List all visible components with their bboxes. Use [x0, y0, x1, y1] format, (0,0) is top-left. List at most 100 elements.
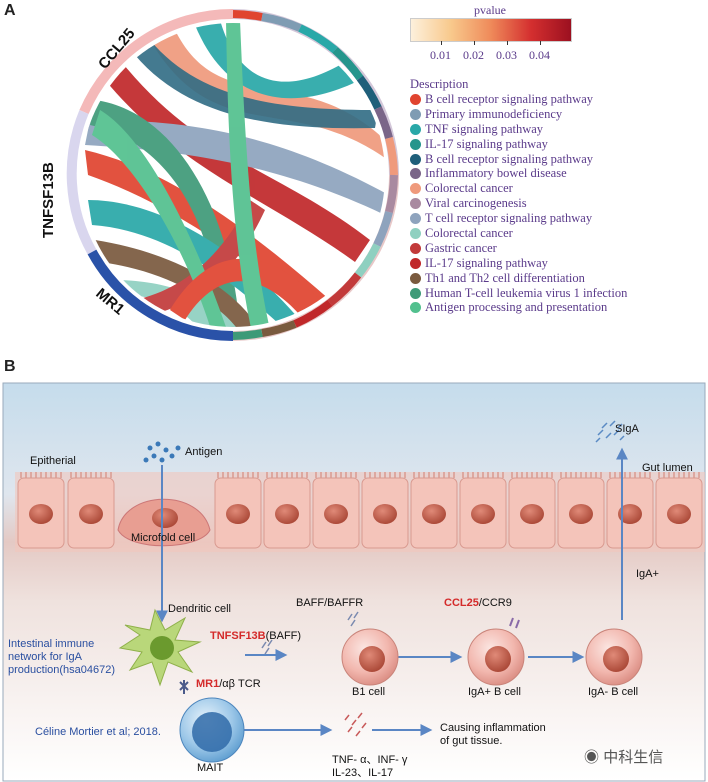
- colorbar-tick: 0.01: [430, 48, 451, 62]
- legend-swatch: [410, 183, 421, 195]
- legend-item: Antigen processing and presentation: [410, 300, 705, 315]
- legend-swatch: [410, 108, 421, 120]
- microvilli: [511, 472, 553, 478]
- chord-ribbons: [85, 23, 385, 327]
- inflammation-line: Causing inflammation: [440, 722, 546, 734]
- legend-label: B cell receptor signaling pathway: [425, 151, 593, 166]
- baff-molecule: [261, 611, 359, 655]
- legend-swatch: [410, 153, 421, 165]
- epithelial-nucleus: [422, 504, 446, 524]
- epithelial-nucleus: [324, 504, 348, 524]
- antigen-particles: [143, 441, 181, 463]
- kegg-network-line: Intestinal immune: [8, 638, 95, 650]
- watermark: ◉ 中科生信: [584, 746, 663, 767]
- microvilli: [20, 472, 62, 478]
- cytokine-particles: [344, 712, 367, 737]
- legend-item: Primary immunodeficiency: [410, 107, 705, 122]
- ring-mr1: [87, 249, 234, 341]
- legend-label: Gastric cancer: [425, 240, 497, 255]
- legend-swatch: [410, 227, 421, 239]
- legend-item: Viral carcinogenesis: [410, 196, 705, 211]
- tnfsf13b-label: TNFSF13B: [210, 630, 266, 642]
- legend-label: Th1 and Th2 cell differentiation: [425, 270, 585, 285]
- legend-item: Gastric cancer: [410, 241, 705, 256]
- reference-label: Céline Mortier et al; 2018.: [35, 726, 161, 738]
- microvilli: [609, 472, 651, 478]
- epithelial-nucleus: [226, 504, 250, 524]
- siga-label: SIgA: [615, 423, 639, 435]
- legend-swatch: [410, 198, 421, 210]
- legend-label: Primary immunodeficiency: [425, 106, 563, 121]
- epithelial-nucleus: [667, 504, 691, 524]
- ring-terms: [232, 10, 398, 340]
- microvilli: [315, 472, 357, 478]
- watermark-text: 中科生信: [603, 749, 664, 766]
- legend-label: B cell receptor signaling pathway: [425, 91, 593, 106]
- siga-particles: [595, 420, 625, 443]
- gut-lumen-label: Gut lumen: [642, 462, 693, 474]
- microvilli: [70, 472, 112, 478]
- panel-a-letter: A: [4, 2, 16, 19]
- legend-label: Antigen processing and presentation: [425, 300, 608, 315]
- mr1-tcr-label: MR1/αβ TCR: [196, 678, 261, 690]
- legend-item: B cell receptor signaling pathway: [410, 152, 705, 167]
- legend-item: IL-17 signaling pathway: [410, 137, 705, 152]
- dendritic-cell-label: Dendritic cell: [168, 603, 231, 615]
- pathway-illustration: [2, 382, 706, 782]
- legend-swatch: [410, 138, 421, 150]
- dendritic-cell: [118, 608, 202, 687]
- legend-label: TNF signaling pathway: [425, 121, 544, 136]
- chord-diagram: CCL25 TNFSF13B MR1: [40, 8, 399, 341]
- microvilli: [560, 472, 602, 478]
- cytokines-line: IL-23、IL-17: [332, 767, 394, 779]
- legend-item: Th1 and Th2 cell differentiation: [410, 271, 705, 286]
- epitherial-label: Epitherial: [30, 455, 76, 467]
- legend-label: IL-17 signaling pathway: [425, 255, 548, 270]
- legend-item: IL-17 signaling pathway: [410, 256, 705, 271]
- cytokines-label: TNF- α、INF- γ IL-23、IL-17: [332, 754, 407, 780]
- microvilli: [462, 472, 504, 478]
- inflammation-label: Causing inflammation of gut tissue.: [440, 722, 546, 748]
- legend-swatch: [410, 93, 421, 105]
- tnfsf13b-baff-label: TNFSF13B(BAFF): [210, 630, 301, 642]
- legend-label: Colorectal cancer: [425, 181, 513, 196]
- microvilli: [217, 472, 259, 478]
- legend-item: Inflammatory bowel disease: [410, 166, 705, 181]
- iga-plus-b-cell-label: IgA+ B cell: [468, 686, 521, 698]
- microvilli: [658, 472, 700, 478]
- colorbar: [410, 18, 572, 42]
- microvilli: [364, 472, 406, 478]
- legend-item: Human T-cell leukemia virus 1 infection: [410, 286, 705, 301]
- mr1-receptor-symbol: [179, 680, 189, 694]
- kegg-network-line: production(hsa04672): [8, 664, 116, 676]
- legend-title: Description: [410, 77, 469, 91]
- baff-label: (BAFF): [265, 630, 302, 642]
- legend-label: IL-17 signaling pathway: [425, 136, 548, 151]
- baff-baffr-label: BAFF/BAFFR: [296, 597, 364, 609]
- tcr-label: /αβ TCR: [219, 678, 261, 690]
- mait-cell: [179, 697, 245, 763]
- epithelial-nucleus: [79, 504, 103, 524]
- colorbar-ticks: [410, 41, 570, 45]
- colorbar-tick: 0.02: [463, 48, 484, 62]
- b1-cell: [341, 628, 399, 686]
- legend-swatch: [410, 242, 421, 254]
- legend-label: Human T-cell leukemia virus 1 infection: [425, 285, 628, 300]
- ccl25-label: CCL25: [444, 597, 479, 609]
- inflammation-line: of gut tissue.: [440, 735, 503, 747]
- epithelial-nucleus: [520, 504, 544, 524]
- ring-tnfsf13b: [66, 110, 97, 255]
- gene-label-tnfsf13b: TNFSF13B: [40, 162, 57, 238]
- legend-swatch: [410, 257, 421, 269]
- mr1-label: MR1: [196, 678, 220, 690]
- microvilli: [266, 472, 308, 478]
- legend-label: Inflammatory bowel disease: [425, 166, 567, 181]
- b1-cell-label: B1 cell: [352, 686, 386, 698]
- colorbar-tick: 0.03: [496, 48, 517, 62]
- legend-swatch: [410, 272, 421, 284]
- iga-minus-b-cell: [585, 628, 643, 686]
- legend-item: T cell receptor signaling pathway: [410, 211, 705, 226]
- legend-swatch: [410, 302, 421, 314]
- kegg-network-label: Intestinal immune network for IgA produc…: [8, 638, 115, 677]
